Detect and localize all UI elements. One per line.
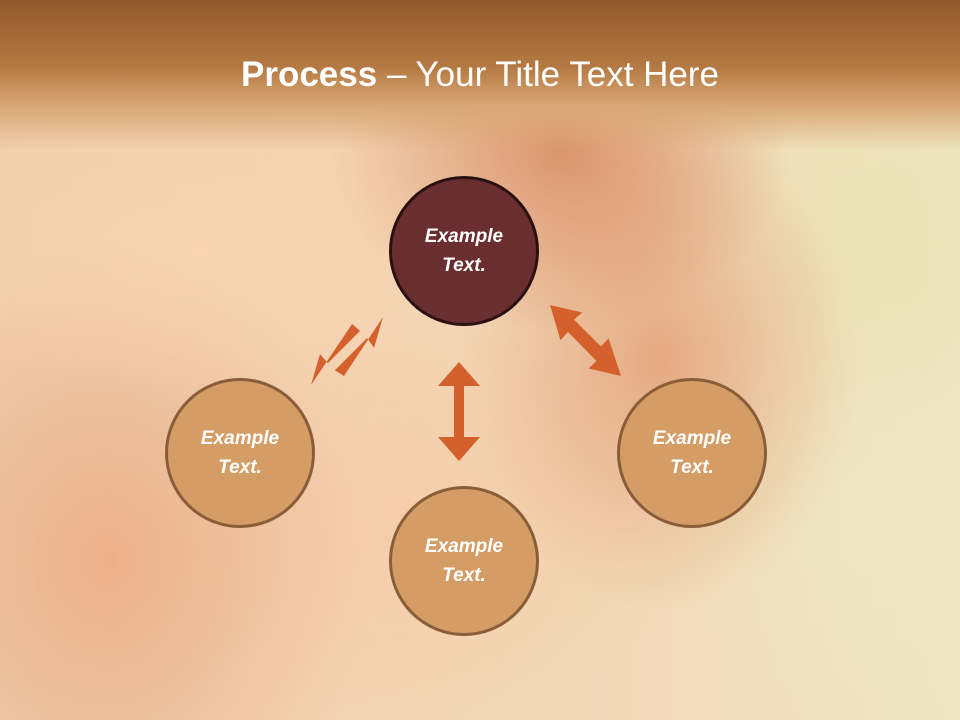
title-bold: Process <box>241 55 378 94</box>
arrow-left-diagonal <box>311 317 383 385</box>
title-rest: Your Title Text Here <box>415 55 720 94</box>
right-circle: Example Text. <box>617 378 767 528</box>
left-circle: Example Text. <box>165 378 315 528</box>
bottom-circle: Example Text. <box>389 486 539 636</box>
arrow-vertical <box>438 362 480 461</box>
arrow-right-diagonal <box>550 305 621 376</box>
bottom-circle-text: Example Text. <box>424 536 504 586</box>
center-circle: Example Text. <box>389 176 539 326</box>
title-bar <box>0 0 960 150</box>
center-circle-text: Example Text. <box>424 226 504 276</box>
slide-title: Process – Your Title Text Here <box>0 50 960 100</box>
right-circle-text: Example Text. <box>652 428 732 478</box>
left-circle-text: Example Text. <box>200 428 280 478</box>
title-dash: – <box>377 55 416 94</box>
